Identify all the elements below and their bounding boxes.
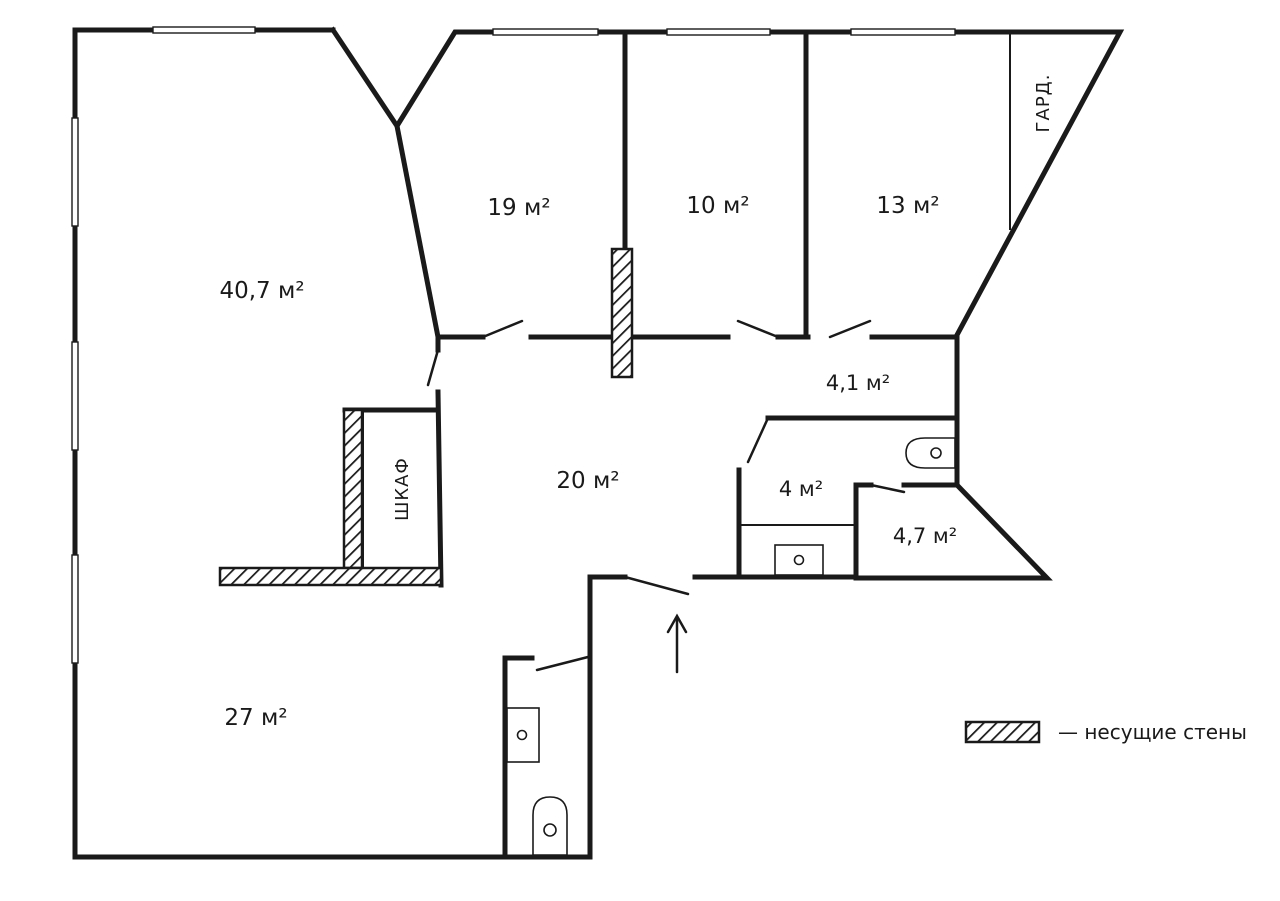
room-label-bath-a: 4 м² (779, 477, 823, 501)
windows (71, 26, 956, 664)
bearing-walls (218, 247, 634, 587)
legend-swatch (964, 720, 1041, 744)
legend: — несущие стены (964, 720, 1247, 744)
room-label-d: 13 м² (876, 193, 939, 219)
outer-walls (72, 26, 1125, 860)
plumbing-fixtures (506, 437, 956, 856)
room-label-a: 40,7 м² (219, 278, 304, 304)
room-label-hall-small: 4,1 м² (826, 371, 890, 395)
doors (426, 319, 906, 672)
room-label-bath-b: 4,7 м² (893, 524, 957, 548)
room-label-e: 27 м² (224, 705, 287, 731)
legend-text: — несущие стены (1058, 720, 1247, 744)
wardrobe-label: ГАРД. (1033, 74, 1054, 133)
closet-label: ШКАФ (392, 457, 413, 521)
entrance-arrow-icon (666, 613, 688, 674)
room-label-c: 10 м² (686, 193, 749, 219)
room-label-hall: 20 м² (556, 468, 619, 494)
room-label-b: 19 м² (487, 195, 550, 221)
